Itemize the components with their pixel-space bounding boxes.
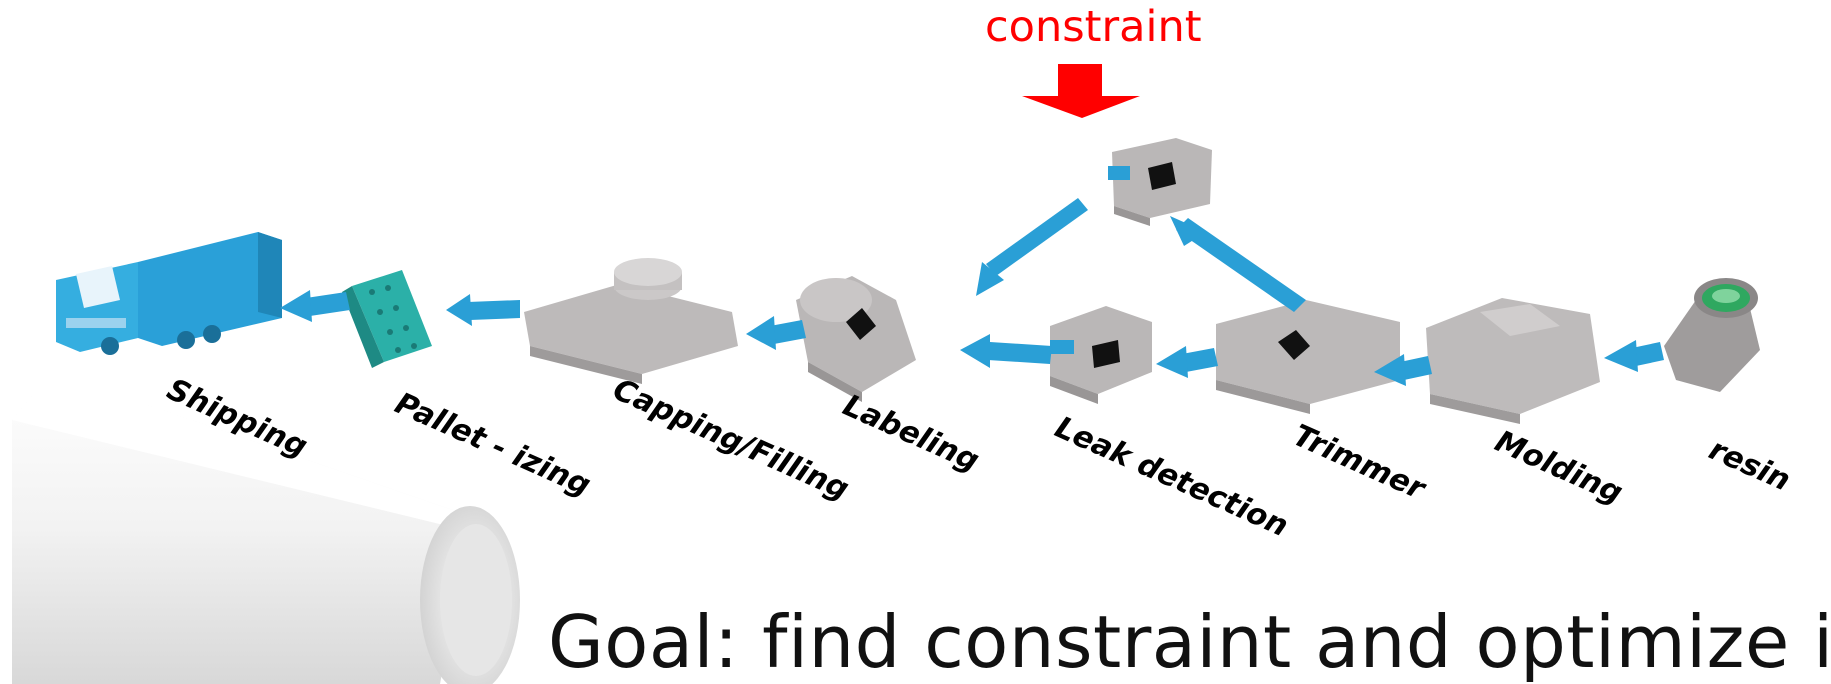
leak-detection-machine-icon xyxy=(1050,306,1152,404)
truck-icon xyxy=(56,232,282,355)
flow-arrow-icon xyxy=(1156,346,1218,378)
flow-arrow-icon xyxy=(960,334,1052,368)
flow-arrow-icon xyxy=(1170,216,1306,312)
resin-barrel-icon xyxy=(1664,278,1760,392)
molding-machine-icon xyxy=(1426,298,1600,424)
flow-arrow-icon xyxy=(280,290,350,322)
pipe-image xyxy=(12,372,520,684)
flow-arrow-icon xyxy=(746,316,806,350)
constraint-machine-icon xyxy=(1108,138,1212,226)
constraint-label: constraint xyxy=(985,2,1202,52)
goal-text: Goal: find constraint and optimize it xyxy=(548,600,1831,684)
flow-arrow-icon xyxy=(1374,354,1432,386)
trimmer-machine-icon xyxy=(1216,300,1400,414)
flow-arrow-icon xyxy=(1604,340,1664,372)
flow-arrow-icon xyxy=(976,198,1088,296)
labeling-machine-icon xyxy=(796,276,916,402)
flow-arrow-icon xyxy=(446,294,520,326)
constraint-arrow-icon xyxy=(1022,64,1140,118)
pallet-icon xyxy=(342,270,432,368)
capping-machine-icon xyxy=(524,258,738,384)
